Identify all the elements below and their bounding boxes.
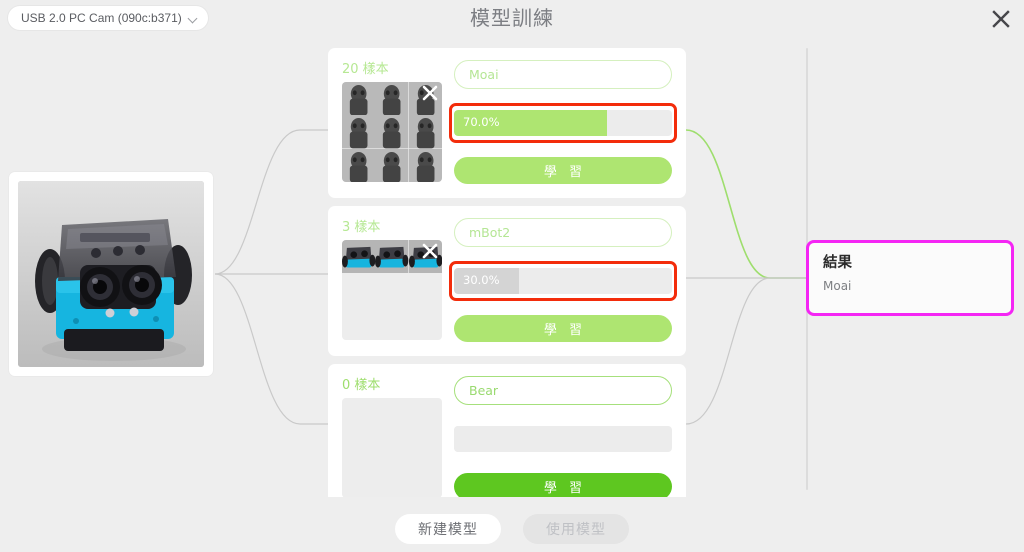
- sample-thumbnail-grid[interactable]: [342, 240, 442, 340]
- thumbnail[interactable]: [375, 82, 409, 116]
- model-card-controls: Bear 學 習: [454, 376, 672, 497]
- chevron-down-icon: [189, 14, 198, 23]
- thumbnail[interactable]: [408, 148, 442, 182]
- learn-button[interactable]: 學 習: [454, 315, 672, 342]
- sample-count-label: 20 樣本: [342, 62, 389, 77]
- sample-thumbnail-grid[interactable]: [342, 82, 442, 182]
- training-progress: [454, 425, 672, 453]
- training-progress: 30.0%: [449, 261, 677, 301]
- model-card: 20 樣本 Moai: [328, 48, 686, 198]
- learn-button[interactable]: 學 習: [454, 473, 672, 497]
- training-progress: 70.0%: [449, 103, 677, 143]
- model-card: 0 樣本 Bear 學 習: [328, 364, 686, 497]
- model-card-controls: Moai 70.0% 學 習: [449, 60, 677, 184]
- progress-label: 30.0%: [463, 273, 500, 288]
- use-model-button[interactable]: 使用模型: [523, 514, 629, 544]
- close-icon[interactable]: [420, 241, 440, 261]
- camera-select-dropdown[interactable]: USB 2.0 PC Cam (090c:b371): [8, 6, 208, 30]
- progress-fill: 30.0%: [454, 268, 520, 294]
- thumbnail[interactable]: [375, 148, 409, 182]
- page-title: 模型訓練: [470, 6, 554, 30]
- model-name-input[interactable]: Moai: [454, 60, 672, 89]
- model-card-controls: mBot2 30.0% 學 習: [449, 218, 677, 342]
- model-name-input[interactable]: mBot2: [454, 218, 672, 247]
- thumbnail[interactable]: [342, 148, 376, 182]
- new-model-button[interactable]: 新建模型: [395, 514, 501, 544]
- thumbnail[interactable]: [342, 240, 376, 274]
- sample-thumbnail-grid[interactable]: [342, 398, 442, 497]
- result-title: 結果: [823, 255, 852, 271]
- camera-select-label: USB 2.0 PC Cam (090c:b371): [21, 11, 182, 25]
- learn-button[interactable]: 學 習: [454, 157, 672, 184]
- model-cards-scroll-area[interactable]: 20 樣本 Moai: [328, 48, 686, 497]
- progress-fill: [454, 426, 463, 452]
- thumbnail[interactable]: [375, 240, 409, 274]
- progress-track: 70.0%: [454, 110, 672, 136]
- sample-count-label: 0 樣本: [342, 378, 381, 393]
- progress-track: 30.0%: [454, 268, 672, 294]
- close-icon[interactable]: [986, 4, 1016, 34]
- model-card: 3 樣本 mBot2 30.0%: [328, 206, 686, 356]
- camera-preview-image: [18, 181, 204, 367]
- progress-track: [454, 426, 672, 452]
- thumbnail[interactable]: [408, 115, 442, 149]
- progress-fill: 70.0%: [454, 110, 607, 136]
- model-name-input[interactable]: Bear: [454, 376, 672, 405]
- progress-label: 70.0%: [463, 115, 500, 130]
- result-value: Moai: [823, 279, 852, 293]
- camera-preview-card: [9, 172, 213, 376]
- footer-actions: 新建模型 使用模型: [0, 514, 1024, 544]
- result-panel: 結果 Moai: [806, 240, 1014, 316]
- thumbnail[interactable]: [375, 115, 409, 149]
- close-icon[interactable]: [420, 83, 440, 103]
- thumbnail[interactable]: [342, 115, 376, 149]
- thumbnail[interactable]: [342, 82, 376, 116]
- sample-count-label: 3 樣本: [342, 220, 381, 235]
